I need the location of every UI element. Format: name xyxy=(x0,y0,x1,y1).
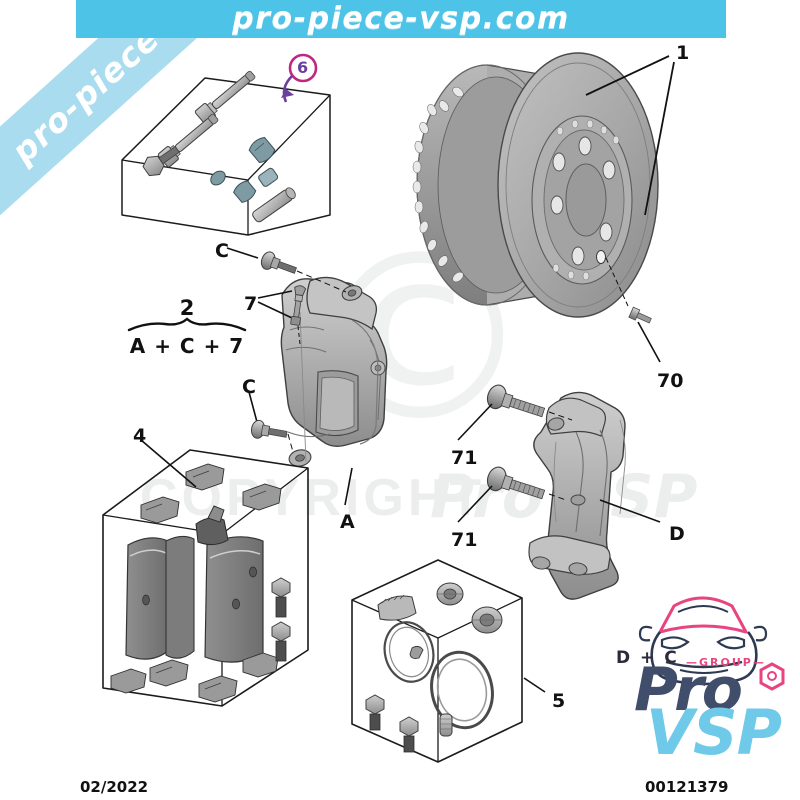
part-brake-caliper xyxy=(280,276,388,467)
callout-70: 70 xyxy=(657,370,684,392)
group-formula-number: 2 xyxy=(179,296,195,320)
callout-d: D xyxy=(669,523,685,545)
part-caliper-bolt-lower xyxy=(248,391,294,453)
leader-lines-disc xyxy=(585,55,675,216)
callout-5: 5 xyxy=(552,690,566,712)
logo-group-text: —GROUP— xyxy=(686,656,766,669)
diagram-date: 02/2022 xyxy=(80,778,149,796)
callout-1: 1 xyxy=(676,42,690,64)
part-bleed-screw xyxy=(257,285,307,345)
part-bracket-bolt-lower xyxy=(457,466,567,523)
part-repair-kit-box xyxy=(351,559,523,763)
provsp-logo: D + C —GROUP— Pro VSP xyxy=(612,578,792,768)
callout-71-lower: 71 xyxy=(451,529,478,551)
callout-7: 7 xyxy=(244,293,258,315)
curly-brace-icon xyxy=(127,317,247,332)
leader-line-pad-kit xyxy=(140,439,197,488)
part-guide-pin-kit-box xyxy=(121,70,331,236)
leader-line-caliper xyxy=(344,467,353,506)
site-header-band xyxy=(76,0,726,38)
callout-6: 6 xyxy=(297,58,309,77)
logo-vsp-text: VSP xyxy=(646,696,782,769)
part-caliper-bracket xyxy=(528,391,626,600)
car-outline-icon xyxy=(638,596,768,686)
leader-line-bracket xyxy=(599,499,661,523)
group-formula: 2 A + C + 7 xyxy=(126,296,248,358)
diagram-reference: 00121379 xyxy=(645,778,729,796)
leader-line-repair-kit xyxy=(523,677,546,693)
part-brake-pad-kit-box xyxy=(102,449,309,707)
hex-nut-icon xyxy=(759,662,785,691)
callout-a: A xyxy=(340,511,355,533)
callout-c-lower: C xyxy=(242,376,256,398)
group-formula-expression: A + C + 7 xyxy=(129,334,245,358)
callout-c-upper: C xyxy=(215,240,229,262)
callout-71-upper: 71 xyxy=(451,447,478,469)
part-disc-retaining-screw xyxy=(605,257,661,363)
logo-dc-text: D + C xyxy=(616,648,679,668)
part-brake-disc xyxy=(412,52,659,318)
logo-pro-text: Pro xyxy=(634,655,743,725)
part-bracket-bolt-upper xyxy=(457,384,573,441)
site-name: pro-piece-vsp.com xyxy=(232,0,570,36)
callout-4: 4 xyxy=(133,425,147,447)
